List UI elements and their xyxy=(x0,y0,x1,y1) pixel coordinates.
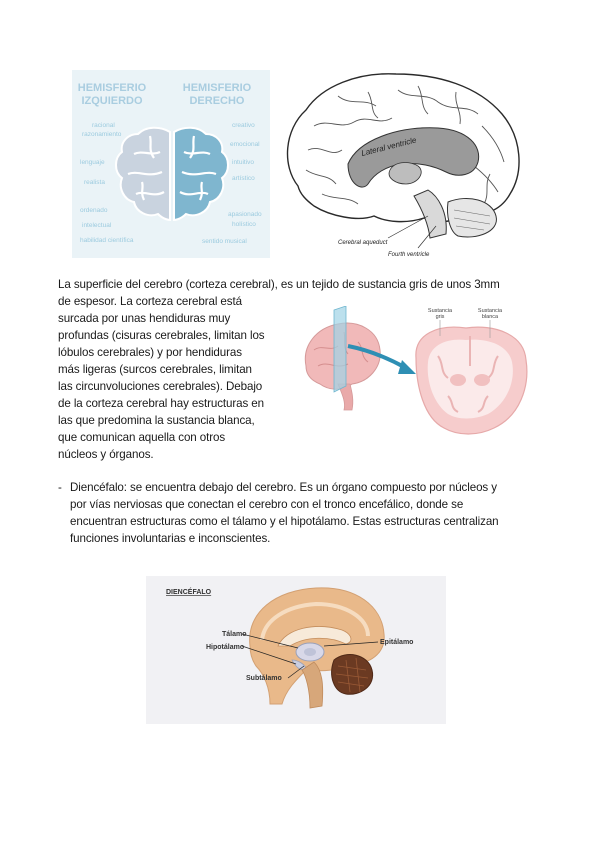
hipotalamo-label: Hipotálamo xyxy=(206,644,244,651)
bullet-dash: - xyxy=(58,481,62,494)
gray-matter-label-2: gris xyxy=(436,314,445,320)
diencephalon-paragraph-line-2: por vías nerviosas que conectan el cereb… xyxy=(70,498,464,511)
brainstem-shape xyxy=(413,189,447,239)
diencephalon-paragraph-line-4: funciones involuntarias e inconscientes. xyxy=(70,532,271,545)
gray-white-matter-figure: Sustancia gris Sustancia blanca xyxy=(298,305,534,440)
cortex-paragraph-line-2: de espesor. La corteza cerebral está xyxy=(58,295,242,308)
left-hemisphere-title-1: HEMISFERIO xyxy=(78,82,147,94)
right-trait-1: creativo xyxy=(232,122,255,129)
ventricles-figure: Lateral ventricle Cerebral aqueduct Four… xyxy=(278,66,526,262)
left-trait-1: racional xyxy=(92,122,115,129)
right-trait-3: intuitivo xyxy=(232,159,254,166)
cerebellum-shape-2 xyxy=(331,654,374,695)
cortex-paragraph-line-8: de la corteza cerebral hay estructuras e… xyxy=(58,397,264,410)
left-trait-5: ordenado xyxy=(80,207,108,214)
right-trait-6: holístico xyxy=(232,221,256,228)
left-trait-6: intelectual xyxy=(82,222,112,229)
diencephalon-title: DIENCÉFALO xyxy=(166,587,212,596)
cerebral-aqueduct-label: Cerebral aqueduct xyxy=(338,240,388,246)
left-hemisphere-brain xyxy=(115,126,171,222)
fourth-ventricle-label: Fourth ventricle xyxy=(388,252,430,258)
left-trait-3: lenguaje xyxy=(80,159,105,166)
right-trait-5: apasionado xyxy=(228,211,262,218)
left-hemisphere-title-2: IZQUIERDO xyxy=(81,95,143,107)
gray-matter-label-1: Sustancia xyxy=(428,308,453,314)
subtalamo-label: Subtálamo xyxy=(246,675,282,682)
section-arrow-head xyxy=(398,360,416,374)
right-trait-7: sentido musical xyxy=(202,238,247,245)
diencephalon-paragraph-line-1: Diencéfalo: se encuentra debajo del cere… xyxy=(70,481,497,494)
diencephalon-paragraph-line-3: encuentran estructuras como el tálamo y … xyxy=(70,515,499,528)
brain-gyri xyxy=(305,85,505,205)
cortex-paragraph-line-11: núcleos y órganos. xyxy=(58,448,154,461)
white-matter-label-2: blanca xyxy=(482,314,499,320)
left-trait-2: razonamiento xyxy=(82,131,122,138)
diencephalon-figure: DIENCÉFALO Tálamo Hipotálamo Subtálamo E… xyxy=(146,576,446,724)
third-ventricle-shape xyxy=(388,162,422,185)
cortex-paragraph-line-4: profundas (cisuras cerebrales, limitan l… xyxy=(58,329,265,342)
lateral-ventricle-shape xyxy=(347,127,480,188)
cerebellum-shape xyxy=(447,198,497,238)
right-hemisphere-brain xyxy=(173,126,229,222)
right-hemisphere-title-2: DERECHO xyxy=(189,95,244,107)
hemispheres-figure: HEMISFERIO IZQUIERDO HEMISFERIO DERECHO … xyxy=(72,70,270,258)
right-trait-2: emocional xyxy=(230,141,260,148)
left-trait-7: habilidad científica xyxy=(80,237,134,244)
right-hemisphere-title-1: HEMISFERIO xyxy=(183,82,252,94)
cortex-paragraph-line-5: lóbulos cerebrales) y por hendiduras xyxy=(58,346,242,359)
epitalamo-label: Epitálamo xyxy=(380,639,413,646)
cortex-paragraph-line-3: surcada por unas hendiduras muy xyxy=(58,312,231,325)
cortex-paragraph-line-1: La superficie del cerebro (corteza cereb… xyxy=(58,278,500,291)
cortex-paragraph-line-6: más ligeras (surcos cerebrales, limitan xyxy=(58,363,252,376)
left-trait-4: realista xyxy=(84,179,105,186)
right-trait-4: artístico xyxy=(232,175,255,182)
cortex-paragraph-line-7: las circunvoluciones cerebrales). Debajo xyxy=(58,380,263,393)
cutting-plane xyxy=(333,305,347,393)
cortex-paragraph-line-10: que comunican aquella con otros xyxy=(58,431,226,444)
talamo-label: Tálamo xyxy=(222,631,247,638)
white-matter-label-1: Sustancia xyxy=(478,308,503,314)
cortex-paragraph-line-9: las que predomina la sustancia blanca, xyxy=(58,414,255,427)
